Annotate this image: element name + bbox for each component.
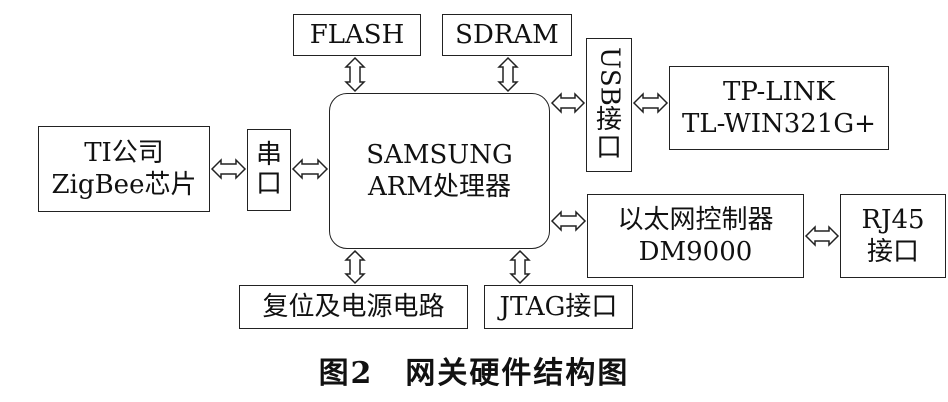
arrow-cpu-jtag <box>509 249 531 285</box>
jtag-block: JTAG接口 <box>484 285 633 329</box>
sdram-label: SDRAM <box>455 19 559 50</box>
ti-zigbee-block: TI公司 ZigBee芯片 <box>38 126 210 212</box>
tplink-block: TP-LINK TL-WIN321G+ <box>669 66 889 150</box>
usb-cn-label-1: 接 <box>595 104 622 135</box>
power-label: 复位及电源电路 <box>262 291 445 322</box>
rj45-label-1: RJ45 <box>861 204 925 235</box>
serial-label-1: 串 <box>255 140 282 171</box>
flash-block: FLASH <box>293 14 421 56</box>
eth-label-2: DM9000 <box>638 237 753 267</box>
jtag-label: JTAG接口 <box>499 291 618 322</box>
usb-interface-block: USB 接 口 <box>586 38 632 172</box>
figure-caption: 图2 网关硬件结构图 <box>318 356 630 391</box>
cpu-label-1: SAMSUNG <box>366 139 513 170</box>
power-reset-block: 复位及电源电路 <box>239 285 468 329</box>
cpu-label-2: ARM处理器 <box>368 172 511 202</box>
sdram-block: SDRAM <box>442 14 572 56</box>
ethernet-controller-block: 以太网控制器 DM9000 <box>587 194 804 278</box>
serial-port-block: 串 口 <box>247 129 291 211</box>
ti-label-2: ZigBee芯片 <box>51 170 197 200</box>
cpu-block: SAMSUNG ARM处理器 <box>329 93 550 249</box>
arrow-usb-tplink <box>632 92 669 114</box>
usb-cn-label-2: 口 <box>595 133 622 164</box>
arrow-cpu-power <box>344 249 366 285</box>
arrow-sdram-cpu <box>497 56 519 93</box>
tplink-label-1: TP-LINK <box>723 76 835 107</box>
usb-label: USB <box>594 46 625 106</box>
arrow-serial-cpu <box>291 158 329 180</box>
arrow-flash-cpu <box>344 56 366 93</box>
ti-label-1: TI公司 <box>84 137 164 168</box>
eth-label-1: 以太网控制器 <box>617 204 774 235</box>
tplink-label-2: TL-WIN321G+ <box>682 109 876 139</box>
arrow-cpu-ethernet <box>550 210 587 232</box>
serial-label-2: 口 <box>255 169 282 199</box>
rj45-label-2: 接口 <box>866 237 919 267</box>
flash-label: FLASH <box>309 19 405 50</box>
arrow-cpu-usb <box>550 92 586 114</box>
arrow-ethernet-rj45 <box>804 225 840 247</box>
arrow-ti-serial <box>210 158 247 180</box>
rj45-block: RJ45 接口 <box>840 194 946 278</box>
